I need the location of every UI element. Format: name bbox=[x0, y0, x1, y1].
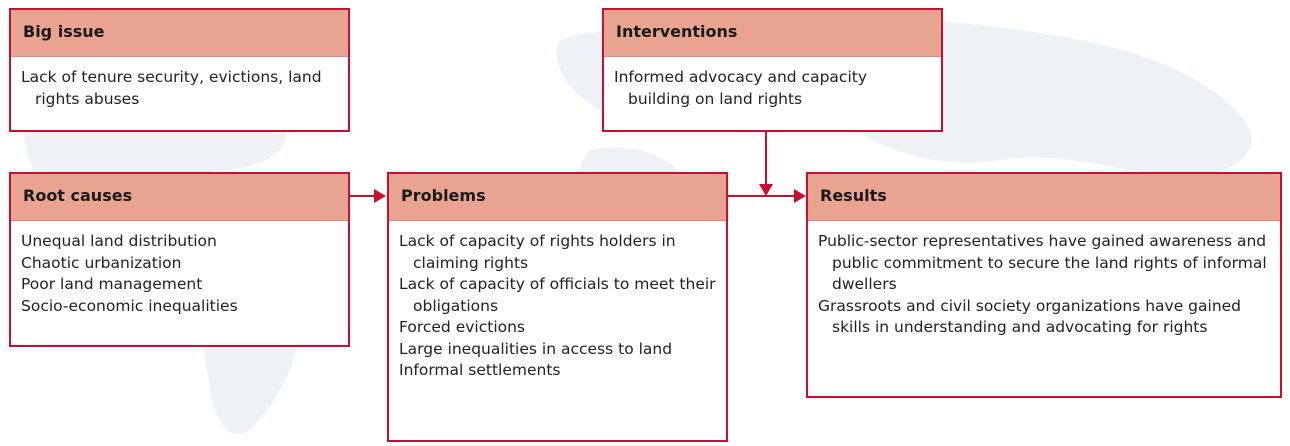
root-causes-item: Poor land management bbox=[21, 275, 203, 293]
problems-item: Informal settlements bbox=[399, 361, 561, 379]
arrowhead-icon bbox=[374, 189, 386, 203]
big-issue-item: Lack of tenure security, evictions, land… bbox=[21, 68, 322, 108]
problems-item: Lack of capacity of officials to meet th… bbox=[399, 275, 716, 315]
big-issue-box: Big issue Lack of tenure security, evict… bbox=[9, 8, 350, 132]
results-item: Public-sector representatives have gaine… bbox=[818, 232, 1267, 293]
big-issue-title: Big issue bbox=[11, 10, 348, 57]
big-issue-list: Lack of tenure security, evictions, land… bbox=[11, 57, 348, 118]
problems-title: Problems bbox=[389, 174, 726, 221]
interventions-item: Informed advocacy and capacity building … bbox=[614, 68, 867, 108]
results-item: Grassroots and civil society organizatio… bbox=[818, 296, 1242, 337]
root-causes-box: Root causes Unequal land distribution Ch… bbox=[9, 172, 350, 347]
root-causes-item: Unequal land distribution bbox=[21, 232, 217, 250]
root-causes-item: Chaotic urbanization bbox=[21, 253, 182, 272]
problems-item: Large inequalities in access to land bbox=[399, 339, 673, 358]
interventions-list: Informed advocacy and capacity building … bbox=[604, 57, 941, 118]
results-title: Results bbox=[808, 174, 1280, 221]
problems-box: Problems Lack of capacity of rights hold… bbox=[387, 172, 728, 442]
root-causes-item: Socio-economic inequalities bbox=[21, 296, 238, 315]
problems-item: Lack of capacity of rights holders in cl… bbox=[399, 232, 676, 272]
problems-list: Lack of capacity of rights holders in cl… bbox=[389, 221, 726, 390]
results-list: Public-sector representatives have gaine… bbox=[808, 221, 1280, 347]
root-causes-title: Root causes bbox=[11, 174, 348, 221]
interventions-box: Interventions Informed advocacy and capa… bbox=[602, 8, 943, 132]
root-causes-list: Unequal land distribution Chaotic urbani… bbox=[11, 221, 348, 325]
results-box: Results Public-sector representatives ha… bbox=[806, 172, 1282, 398]
interventions-title: Interventions bbox=[604, 10, 941, 57]
arrowhead-icon bbox=[794, 189, 806, 203]
arrowhead-icon bbox=[759, 184, 773, 196]
problems-item: Forced evictions bbox=[399, 318, 526, 336]
